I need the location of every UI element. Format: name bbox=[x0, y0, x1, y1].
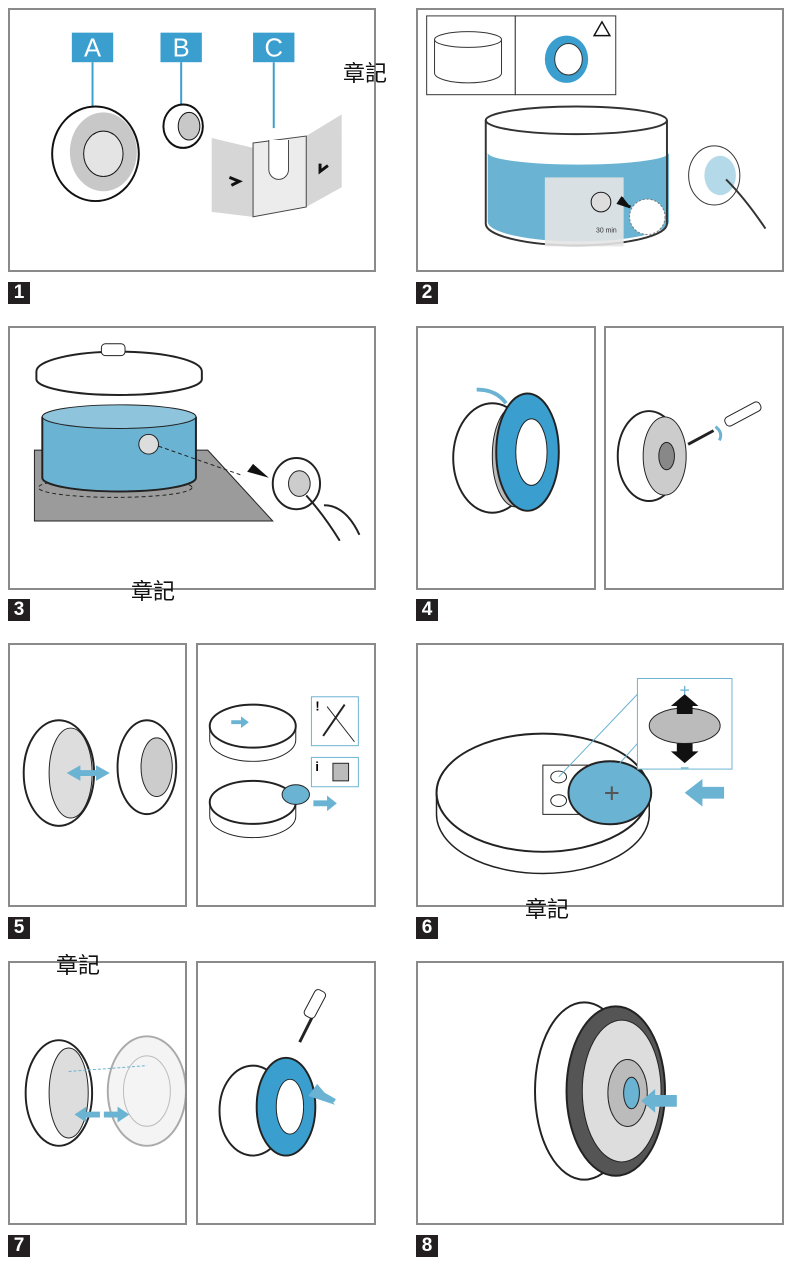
step-number-5: 5 bbox=[8, 917, 30, 939]
polarity-plus: + bbox=[680, 680, 690, 700]
step-number-1: 1 bbox=[8, 282, 30, 304]
battery-plus-sign: + bbox=[604, 778, 620, 809]
battery-removal-illustration: ! i bbox=[208, 696, 359, 839]
callout-b-label: B bbox=[173, 34, 190, 62]
step-2-panel: 30 min bbox=[416, 8, 784, 272]
separate-housing-illustration bbox=[22, 719, 178, 827]
step-6-panel: + + − bbox=[416, 643, 784, 907]
unscrew-illustration bbox=[616, 401, 762, 502]
step-5-panel-a bbox=[8, 643, 187, 907]
info-icon: i bbox=[315, 759, 319, 774]
step-number-7: 7 bbox=[8, 1235, 30, 1257]
pot-on-hob-illustration bbox=[33, 343, 361, 542]
step-8-panel bbox=[416, 961, 784, 1225]
polarity-minus: − bbox=[680, 760, 689, 777]
cleaning-illustration: 30 min bbox=[426, 15, 767, 247]
remove-ring-illustration bbox=[452, 387, 560, 514]
step-number-2: 2 bbox=[416, 282, 438, 304]
parts-illustration: A B C bbox=[51, 32, 342, 218]
annotation-text: 章記 bbox=[56, 954, 101, 979]
step-number-4: 4 bbox=[416, 599, 438, 621]
reassemble-housing-illustration bbox=[24, 1035, 185, 1147]
step-number-3: 3 bbox=[8, 599, 30, 621]
step-3-panel bbox=[8, 326, 376, 590]
callout-c bbox=[253, 32, 295, 129]
step-7-panel-a bbox=[8, 961, 187, 1225]
callout-b bbox=[160, 32, 202, 109]
press-button-illustration bbox=[534, 1001, 677, 1181]
step-5-panel-b: ! i bbox=[196, 643, 376, 907]
annotation-text: 章記 bbox=[343, 62, 388, 87]
callout-a bbox=[71, 32, 114, 109]
callout-c-label: C bbox=[265, 34, 283, 62]
step-1-panel: A B C bbox=[8, 8, 376, 272]
insert-battery-illustration: + + − bbox=[435, 677, 733, 875]
warning-icon bbox=[592, 20, 612, 37]
step-4-panel-a bbox=[416, 326, 596, 590]
step-7-panel-b bbox=[196, 961, 376, 1225]
annotation-text: 章記 bbox=[131, 580, 176, 605]
warning-info-icon: ! bbox=[315, 698, 319, 713]
step-number-6: 6 bbox=[416, 917, 438, 939]
step-number-8: 8 bbox=[416, 1235, 438, 1257]
callout-a-label: A bbox=[84, 34, 102, 62]
annotation-text: 章記 bbox=[525, 898, 570, 923]
scale-label: 30 min bbox=[596, 228, 617, 235]
refit-ring-illustration bbox=[218, 989, 336, 1157]
step-4-panel-b bbox=[604, 326, 784, 590]
